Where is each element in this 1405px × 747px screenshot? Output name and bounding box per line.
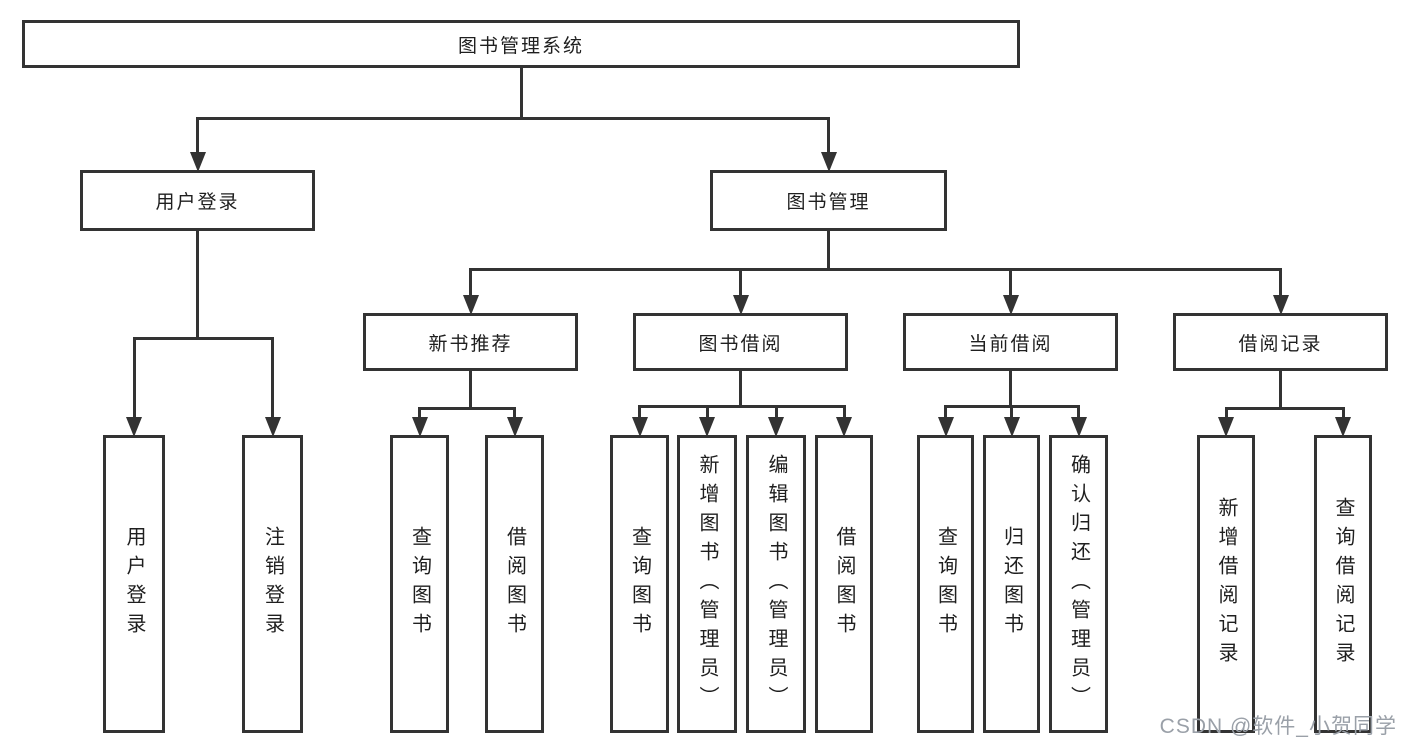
node-label-borrow-records: 借阅记录 — [1238, 333, 1323, 355]
arrow-down-icon — [820, 152, 837, 172]
connector-drop — [196, 117, 199, 153]
node-borrow-records: 借阅记录 — [1173, 313, 1388, 371]
connector-drop — [271, 337, 274, 418]
connector-drop — [827, 117, 830, 153]
connector-bus — [132, 337, 274, 340]
connector-drop — [513, 407, 516, 418]
connector-drop — [1077, 405, 1080, 418]
connector-drop — [638, 405, 641, 418]
connector-drop — [774, 405, 778, 418]
connector-bus — [638, 405, 846, 408]
node-label-leaf-query-book-a: 查询图书 — [408, 526, 431, 642]
connector-drop — [469, 268, 472, 296]
node-leaf-edit-book: 编辑图书（管理员） — [746, 435, 806, 733]
arrow-down-icon — [768, 417, 784, 437]
connector-drop — [944, 405, 947, 418]
connector-drop — [1224, 407, 1228, 418]
arrow-down-icon — [189, 152, 206, 172]
node-label-leaf-edit-book: 编辑图书（管理员） — [765, 453, 787, 715]
node-leaf-user-login: 用户登录 — [103, 435, 165, 733]
node-label-leaf-query-book-b: 查询图书 — [628, 526, 651, 642]
connector-bus — [196, 117, 830, 120]
node-new-book-rec: 新书推荐 — [363, 313, 578, 371]
arrow-down-icon — [937, 417, 954, 437]
arrow-down-icon — [1335, 417, 1351, 437]
connector-stem — [739, 371, 742, 408]
arrow-down-icon — [631, 417, 648, 437]
node-label-leaf-query-book-c: 查询图书 — [934, 526, 957, 642]
node-label-user-login: 用户登录 — [155, 192, 240, 213]
arrow-down-icon — [462, 295, 479, 315]
connector-stem — [196, 231, 199, 340]
node-leaf-borrow-book-a: 借阅图书 — [485, 435, 544, 733]
node-leaf-return-book: 归还图书 — [983, 435, 1040, 733]
arrow-down-icon — [1070, 417, 1087, 437]
node-leaf-query-book-a: 查询图书 — [390, 435, 449, 733]
node-leaf-add-book: 新增图书（管理员） — [677, 435, 737, 733]
node-leaf-query-book-b: 查询图书 — [610, 435, 669, 733]
node-leaf-logout: 注销登录 — [242, 435, 303, 733]
arrow-down-icon — [836, 417, 852, 437]
connector-bus — [1224, 407, 1345, 410]
connector-drop — [1010, 405, 1013, 418]
node-label-current-borrow: 当前借阅 — [968, 333, 1053, 355]
arrow-down-icon — [1272, 295, 1289, 315]
connector-stem — [827, 231, 830, 271]
node-leaf-add-record: 新增借阅记录 — [1197, 435, 1255, 733]
connector-stem — [469, 371, 472, 410]
connector-stem — [1279, 371, 1282, 410]
node-label-book-mgmt: 图书管理 — [786, 192, 871, 213]
node-label-leaf-return-book: 归还图书 — [1000, 526, 1023, 642]
node-label-book-borrow: 图书借阅 — [698, 333, 783, 355]
connector-stem — [519, 68, 523, 120]
arrow-down-icon — [411, 417, 428, 437]
arrow-down-icon — [699, 417, 715, 437]
node-leaf-borrow-book-b: 借阅图书 — [815, 435, 873, 733]
connector-drop — [1009, 268, 1012, 296]
connector-drop — [705, 405, 709, 418]
node-user-login: 用户登录 — [80, 170, 315, 231]
node-leaf-confirm-return: 确认归还（管理员） — [1049, 435, 1108, 733]
node-label-leaf-borrow-book-a: 借阅图书 — [503, 526, 526, 642]
node-leaf-query-book-c: 查询图书 — [917, 435, 974, 733]
node-current-borrow: 当前借阅 — [903, 313, 1118, 371]
arrow-down-icon — [1003, 417, 1020, 437]
node-label-root: 图书管理系统 — [457, 35, 584, 57]
arrow-down-icon — [126, 417, 142, 437]
node-label-leaf-query-record: 查询借阅记录 — [1332, 497, 1354, 671]
node-label-leaf-logout: 注销登录 — [261, 526, 284, 642]
arrow-down-icon — [506, 417, 523, 437]
node-leaf-query-record: 查询借阅记录 — [1314, 435, 1372, 733]
arrow-down-icon — [732, 295, 749, 315]
connector-drop — [132, 337, 136, 418]
arrow-down-icon — [1002, 295, 1019, 315]
arrow-down-icon — [1218, 417, 1234, 437]
node-label-new-book-rec: 新书推荐 — [428, 333, 513, 355]
connector-drop — [1279, 268, 1282, 296]
node-label-leaf-add-book: 新增图书（管理员） — [696, 453, 718, 715]
node-label-leaf-user-login: 用户登录 — [123, 526, 145, 642]
connector-bus — [469, 268, 1282, 271]
connector-drop — [418, 407, 421, 418]
node-book-borrow: 图书借阅 — [633, 313, 848, 371]
node-label-leaf-add-record: 新增借阅记录 — [1215, 497, 1237, 671]
connector-bus — [418, 407, 516, 410]
connector-stem — [1009, 371, 1012, 408]
arrow-down-icon — [264, 417, 281, 437]
node-label-leaf-borrow-book-b: 借阅图书 — [833, 526, 855, 642]
node-book-mgmt: 图书管理 — [710, 170, 947, 231]
node-label-leaf-confirm-return: 确认归还（管理员） — [1067, 453, 1090, 715]
connector-drop — [739, 268, 742, 296]
connector-drop — [1341, 407, 1345, 418]
connector-drop — [842, 405, 846, 418]
node-root: 图书管理系统 — [22, 20, 1020, 68]
csdn-watermark: CSDN @软件_小贺同学 — [1159, 715, 1397, 738]
